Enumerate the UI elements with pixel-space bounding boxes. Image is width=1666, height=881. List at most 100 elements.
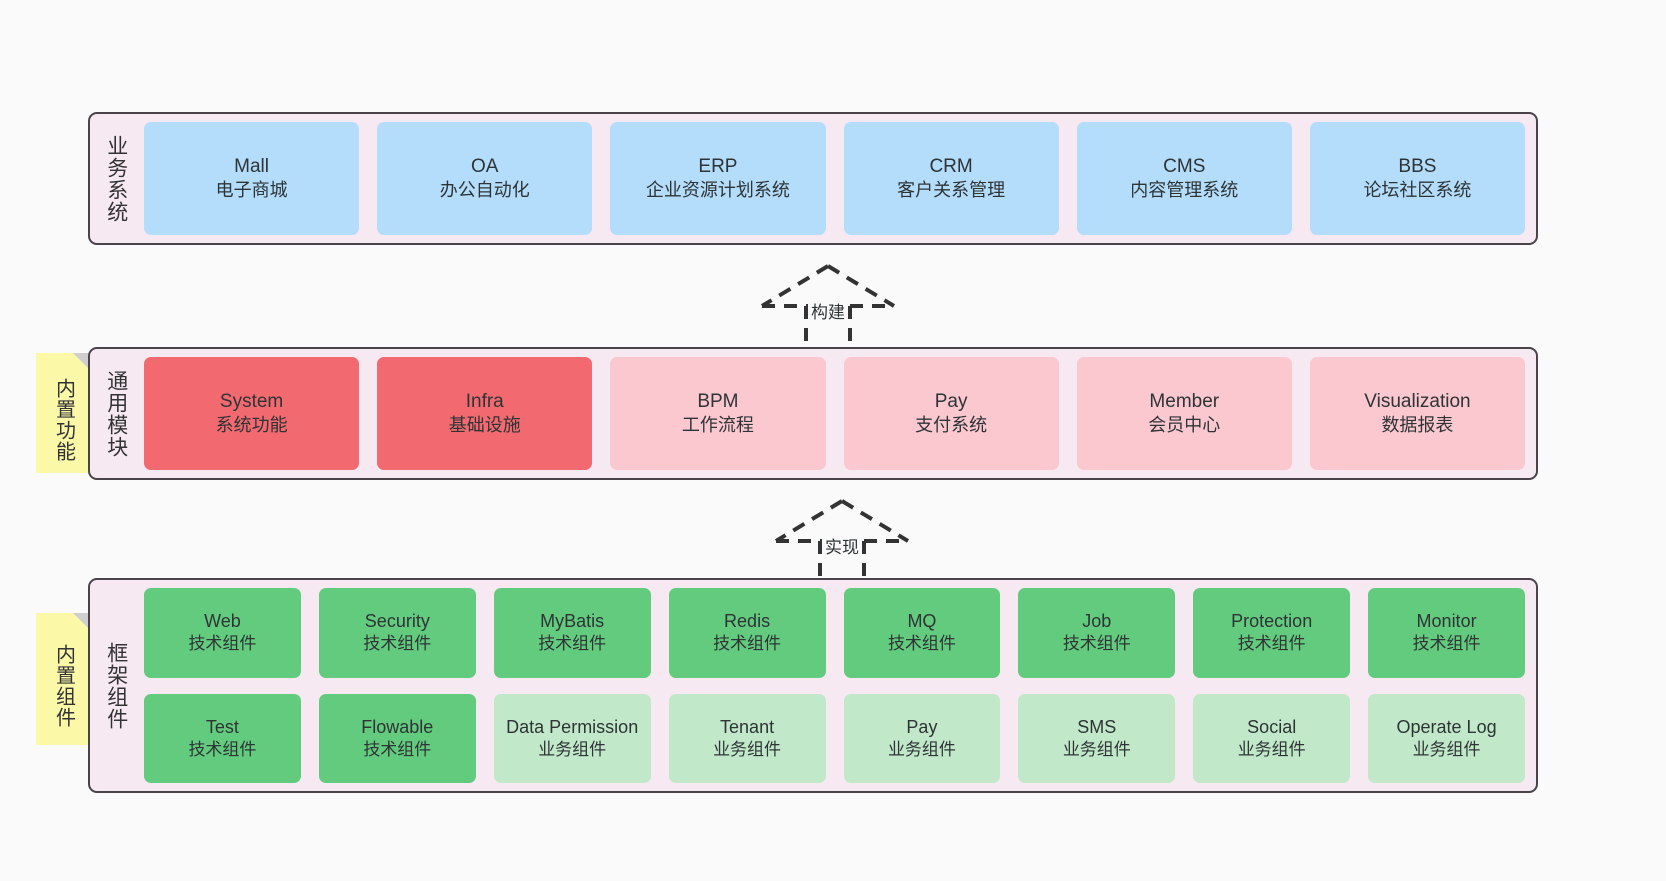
card-subtitle: 业务组件 [887,739,956,759]
card-title: OA [471,155,499,177]
card-crm[interactable]: CRM 客户关系管理 [843,122,1059,235]
layer-body-framework-components: Web 技术组件 Security 技术组件 MyBatis 技术组件 Redi… [134,588,1525,783]
card-title: CMS [1163,155,1206,177]
card-monitor[interactable]: Monitor 技术组件 [1368,588,1525,678]
card-title: Pay [934,390,968,412]
layer-title-framework-components: 框架组件 [104,641,128,730]
card-mybatis[interactable]: MyBatis 技术组件 [493,588,651,678]
card-data-permission[interactable]: Data Permission 业务组件 [493,693,651,783]
card-web[interactable]: Web 技术组件 [144,588,301,678]
layer-body-business-systems: Mall 电子商城 OA 办公自动化 ERP 企业资源计划系统 CRM 客户关系… [134,122,1526,235]
card-title: Test [205,716,239,737]
card-title: Protection [1231,611,1313,632]
card-oa[interactable]: OA 办公自动化 [377,122,593,235]
card-cms[interactable]: CMS 内容管理系统 [1076,122,1292,235]
card-subtitle: 技术组件 [1062,634,1131,654]
card-row: Test 技术组件 Flowable 技术组件 Data Permission … [144,693,1525,783]
card-system[interactable]: System 系统功能 [144,357,360,470]
card-title: Infra [465,390,504,412]
card-sms[interactable]: SMS 业务组件 [1018,693,1176,783]
card-infra[interactable]: Infra 基础设施 [377,357,593,470]
card-member[interactable]: Member 会员中心 [1076,357,1292,470]
card-subtitle: 系统功能 [215,415,288,436]
card-title: BBS [1398,155,1437,177]
card-title: CRM [929,155,973,177]
connector-label: 构建 [808,298,848,323]
card-subtitle: 技术组件 [363,739,432,759]
card-bpm[interactable]: BPM 工作流程 [610,357,826,470]
sticky-note-builtin-functions: 内置功能 [36,353,90,473]
layer-common-modules: 通用模块 System 系统功能 Infra 基础设施 BPM 工作流程 Pay… [88,347,1538,480]
card-title: Tenant [720,716,775,737]
card-subtitle: 技术组件 [188,634,257,654]
card-subtitle: 技术组件 [538,634,607,654]
card-title: SMS [1077,716,1117,737]
card-title: Monitor [1416,611,1477,632]
card-title: Visualization [1364,390,1471,412]
connector-label: 实现 [822,533,862,558]
card-title: Redis [724,611,771,632]
card-social[interactable]: Social 业务组件 [1193,693,1351,783]
card-title: Security [364,611,430,632]
card-subtitle: 基础设施 [448,415,521,436]
card-title: MyBatis [540,611,605,632]
card-mq[interactable]: MQ 技术组件 [843,588,1001,678]
card-subtitle: 业务组件 [1412,739,1481,759]
layer-title-common-modules: 通用模块 [104,369,128,458]
sticky-note-label: 内置功能 [52,378,75,462]
card-subtitle: 数据报表 [1381,415,1454,436]
card-subtitle: 电子商城 [215,180,288,201]
card-title: Data Permission [506,716,639,737]
card-row: Mall 电子商城 OA 办公自动化 ERP 企业资源计划系统 CRM 客户关系… [144,122,1526,235]
layer-body-common-modules: System 系统功能 Infra 基础设施 BPM 工作流程 Pay 支付系统… [134,357,1526,470]
card-title: Mall [234,155,269,177]
layer-title-business-systems: 业务系统 [104,134,128,223]
card-subtitle: 技术组件 [1237,634,1306,654]
card-title: Operate Log [1396,716,1497,737]
card-subtitle: 业务组件 [1237,739,1306,759]
layer-business-systems: 业务系统 Mall 电子商城 OA 办公自动化 ERP 企业资源计划系统 CRM… [88,112,1538,245]
card-tenant[interactable]: Tenant 业务组件 [668,693,826,783]
card-erp[interactable]: ERP 企业资源计划系统 [610,122,826,235]
card-security[interactable]: Security 技术组件 [318,588,476,678]
card-visualization[interactable]: Visualization 数据报表 [1309,357,1526,470]
card-pay[interactable]: Pay 支付系统 [843,357,1059,470]
card-subtitle: 技术组件 [887,634,956,654]
connector-implement: 实现 [772,497,912,579]
card-subtitle: 支付系统 [915,415,988,436]
card-pay-business[interactable]: Pay 业务组件 [843,693,1001,783]
card-bbs[interactable]: BBS 论坛社区系统 [1309,122,1526,235]
card-subtitle: 论坛社区系统 [1363,180,1472,201]
card-subtitle: 业务组件 [713,739,782,759]
sticky-note-label: 内置组件 [52,644,75,728]
card-subtitle: 会员中心 [1148,415,1221,436]
card-subtitle: 客户关系管理 [897,180,1006,201]
card-title: ERP [698,155,738,177]
card-title: System [219,390,284,412]
card-title: BPM [697,390,739,412]
card-operate-log[interactable]: Operate Log 业务组件 [1368,693,1525,783]
card-subtitle: 技术组件 [188,739,257,759]
card-subtitle: 办公自动化 [439,180,530,201]
card-title: Flowable [361,716,434,737]
layer-framework-components: 框架组件 Web 技术组件 Security 技术组件 MyBatis 技术组件… [88,578,1538,793]
card-subtitle: 内容管理系统 [1130,180,1239,201]
card-subtitle: 技术组件 [713,634,782,654]
card-title: Social [1247,716,1297,737]
card-flowable[interactable]: Flowable 技术组件 [318,693,476,783]
connector-build: 构建 [758,262,898,344]
card-test[interactable]: Test 技术组件 [144,693,301,783]
card-title: Member [1149,390,1220,412]
card-title: Web [204,611,241,632]
card-redis[interactable]: Redis 技术组件 [668,588,826,678]
card-subtitle: 企业资源计划系统 [645,180,790,201]
card-title: Job [1082,611,1112,632]
card-job[interactable]: Job 技术组件 [1018,588,1176,678]
card-protection[interactable]: Protection 技术组件 [1193,588,1351,678]
sticky-note-builtin-components: 内置组件 [36,613,90,745]
card-row: System 系统功能 Infra 基础设施 BPM 工作流程 Pay 支付系统… [144,357,1526,470]
card-subtitle: 业务组件 [538,739,607,759]
card-mall[interactable]: Mall 电子商城 [144,122,360,235]
card-subtitle: 技术组件 [1412,634,1481,654]
card-subtitle: 业务组件 [1062,739,1131,759]
